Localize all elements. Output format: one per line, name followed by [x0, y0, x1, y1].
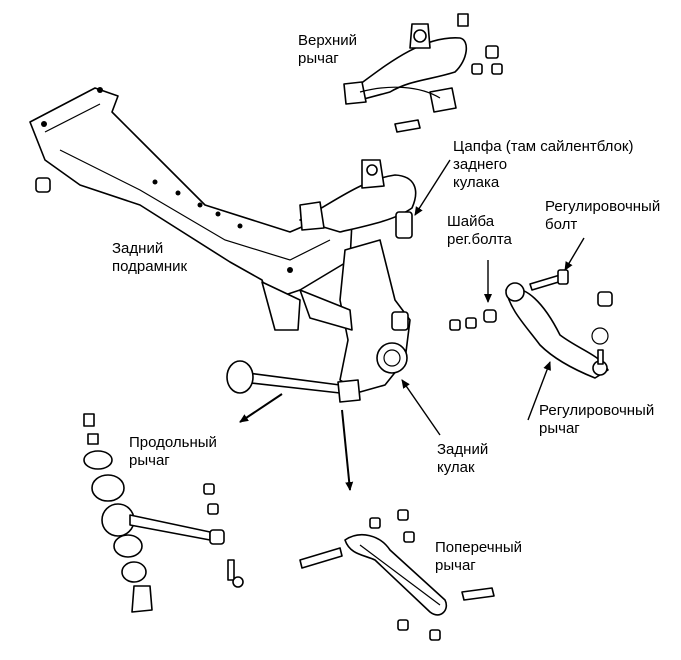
upper-arm-installed-drawing [299, 159, 417, 239]
trailing-arm-installed-drawing [226, 360, 361, 403]
adjusting-arm-drawing [449, 269, 613, 379]
lateral-arm-drawing [299, 509, 495, 641]
upper-arm-drawing [343, 13, 503, 133]
leader-lines [401, 159, 585, 436]
trailing-arm-drawing [83, 413, 244, 613]
rear-knuckle-drawing [299, 239, 411, 393]
direction-arrows [239, 393, 354, 491]
rear-subframe-drawing [29, 87, 353, 331]
